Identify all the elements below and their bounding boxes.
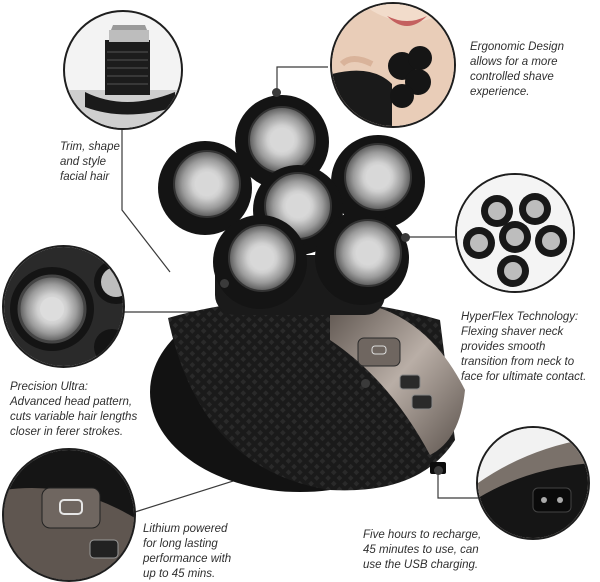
charge-port-callout-image xyxy=(476,426,590,540)
hyperflex-callout-image xyxy=(455,173,575,293)
connector-dot xyxy=(361,379,370,388)
connector-dot xyxy=(434,466,443,475)
lithium-callout-image xyxy=(2,448,136,582)
connector-dot xyxy=(272,88,281,97)
caption-ergonomic: Ergonomic Design allows for a more contr… xyxy=(470,41,564,98)
caption-lithium: Lithium powered for long lasting perform… xyxy=(143,523,232,580)
caption-hyperflex: HyperFlex Technology: Flexing shaver nec… xyxy=(461,311,587,383)
connector-dot xyxy=(220,279,229,288)
power-button-image xyxy=(357,337,401,367)
precision-callout-image xyxy=(2,245,125,368)
caption-charge: Five hours to recharge, 45 minutes to us… xyxy=(363,529,482,571)
caption-trim: Trim, shape and style facial hair xyxy=(60,141,120,183)
ergonomic-callout-image xyxy=(330,2,456,128)
connector-dot xyxy=(401,233,410,242)
trimmer-callout-image xyxy=(63,10,183,130)
caption-precision: Precision Ultra: Advanced head pattern, … xyxy=(10,381,138,438)
